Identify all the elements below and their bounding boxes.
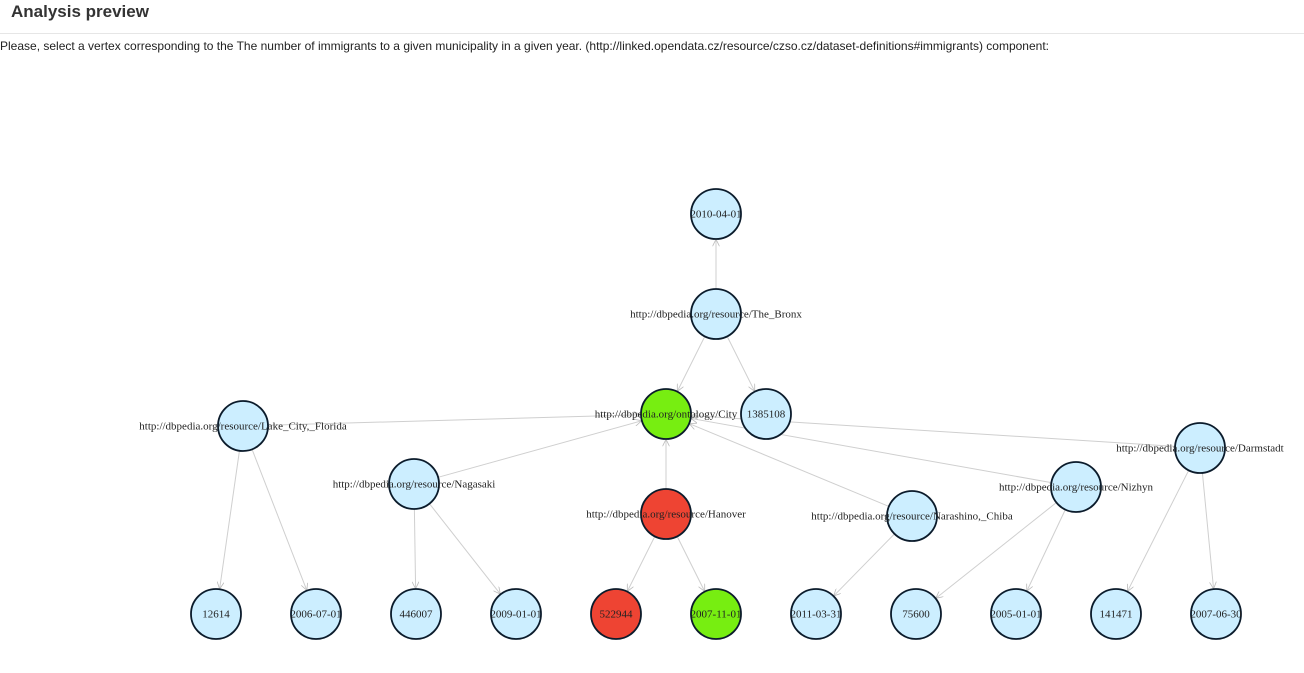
vertex-circle[interactable]	[640, 388, 692, 440]
vertex-circle[interactable]	[990, 588, 1042, 640]
vertex-nizhyn[interactable]: http://dbpedia.org/resource/Nizhyn	[999, 461, 1154, 513]
vertex-446007[interactable]: 446007	[390, 588, 442, 640]
vertex-1385108[interactable]: 1385108	[740, 388, 792, 440]
vertex-circle[interactable]	[690, 288, 742, 340]
vertex-20090101[interactable]: 2009-01-01	[490, 588, 542, 640]
vertex-20060701[interactable]: 2006-07-01	[290, 588, 342, 640]
vertex-circle[interactable]	[886, 490, 938, 542]
vertex-circle[interactable]	[890, 588, 942, 640]
vertex-circle[interactable]	[640, 488, 692, 540]
header-divider	[0, 33, 1304, 34]
vertex-darmstadt[interactable]: http://dbpedia.org/resource/Darmstadt	[1116, 422, 1284, 474]
vertex-label: 446007	[400, 609, 434, 621]
edge-narashino-to-city	[690, 424, 890, 507]
vertex-12614[interactable]: 12614	[190, 588, 242, 640]
vertex-label: 2005-01-01	[990, 609, 1041, 621]
vertex-label: 75600	[902, 609, 930, 621]
vertex-label: 1385108	[747, 409, 786, 421]
edge-hanover-to-522944	[628, 536, 656, 590]
vertex-label: http://dbpedia.org/resource/Narashino,_C…	[811, 511, 1013, 523]
edge-nagasaki-to-city	[437, 421, 641, 478]
vertex-label: http://dbpedia.org/resource/Nizhyn	[999, 482, 1154, 494]
vertex-label: http://dbpedia.org/resource/The_Bronx	[630, 309, 802, 321]
vertex-label: http://dbpedia.org/ontology/City	[595, 409, 738, 421]
vertex-circle[interactable]	[790, 588, 842, 640]
edge-lake-to-20060701	[251, 449, 307, 589]
edge-nagasaki-to-446007	[414, 508, 415, 588]
edge-nizhyn-to-75600	[936, 502, 1057, 598]
vertex-label: http://dbpedia.org/resource/Hanover	[586, 509, 746, 521]
vertices-layer: 2010-04-01 http://dbpedia.org/resource/Th…	[139, 188, 1284, 640]
vertex-label: 522944	[600, 609, 634, 621]
edge-darmstadt-to-141471	[1128, 470, 1190, 590]
vertex-circle[interactable]	[1090, 588, 1142, 640]
vertex-label: 12614	[202, 609, 230, 621]
vertex-city[interactable]: http://dbpedia.org/ontology/City	[595, 388, 738, 440]
vertex-circle[interactable]	[1174, 422, 1226, 474]
vertex-20070630[interactable]: 2007-06-30	[1190, 588, 1242, 640]
vertex-circle[interactable]	[690, 188, 742, 240]
vertex-bronx[interactable]: http://dbpedia.org/resource/The_Bronx	[630, 288, 802, 340]
vertex-circle[interactable]	[490, 588, 542, 640]
vertex-circle[interactable]	[190, 588, 242, 640]
edge-nagasaki-to-20090101	[429, 503, 500, 594]
edge-lake-to-city	[267, 415, 640, 426]
edge-bronx-to-city	[678, 336, 706, 390]
edge-nizhyn-to-20050101	[1027, 509, 1066, 591]
edges-layer	[220, 240, 1214, 598]
vertex-narashino[interactable]: http://dbpedia.org/resource/Narashino,_C…	[811, 490, 1013, 542]
vertex-hanover[interactable]: http://dbpedia.org/resource/Hanover	[586, 488, 746, 540]
vertex-label: http://dbpedia.org/resource/Darmstadt	[1116, 443, 1284, 455]
vertex-circle[interactable]	[217, 400, 269, 452]
vertex-circle[interactable]	[690, 588, 742, 640]
edge-darmstadt-to-20070630	[1201, 472, 1213, 588]
page-title: Analysis preview	[11, 2, 149, 21]
vertex-75600[interactable]: 75600	[890, 588, 942, 640]
vertex-circle[interactable]	[590, 588, 642, 640]
vertex-label: 2009-01-01	[490, 609, 541, 621]
vertex-circle[interactable]	[1190, 588, 1242, 640]
vertex-circle[interactable]	[388, 458, 440, 510]
vertex-20110331[interactable]: 2011-03-31	[790, 588, 842, 640]
vertex-label: http://dbpedia.org/resource/Lake_City,_F…	[139, 421, 347, 433]
vertex-nagasaki[interactable]: http://dbpedia.org/resource/Nagasaki	[333, 458, 496, 510]
vertex-label: 2006-07-01	[290, 609, 341, 621]
vertex-label: 2007-06-30	[1190, 609, 1242, 621]
vertex-20071101[interactable]: 2007-11-01	[690, 588, 742, 640]
vertex-circle[interactable]	[390, 588, 442, 640]
vertex-20050101[interactable]: 2005-01-01	[990, 588, 1042, 640]
vertex-label: http://dbpedia.org/resource/Nagasaki	[333, 479, 496, 491]
vertex-label: 2007-11-01	[691, 609, 742, 621]
vertex-141471[interactable]: 141471	[1090, 588, 1142, 640]
vertex-label: 2011-03-31	[791, 609, 842, 621]
vertex-2010[interactable]: 2010-04-01	[690, 188, 742, 240]
vertex-label: 2010-04-01	[690, 209, 741, 221]
edge-bronx-to-1385108	[726, 336, 754, 390]
edge-hanover-to-20071101	[676, 536, 704, 590]
instruction-text: Please, select a vertex corresponding to…	[0, 39, 1049, 53]
vertex-circle[interactable]	[290, 588, 342, 640]
vertex-lake[interactable]: http://dbpedia.org/resource/Lake_City,_F…	[139, 400, 347, 452]
edge-lake-to-12614	[220, 450, 240, 589]
vertex-circle[interactable]	[1050, 461, 1102, 513]
vertex-label: 141471	[1100, 609, 1133, 621]
vertex-circle[interactable]	[740, 388, 792, 440]
vertex-522944[interactable]: 522944	[590, 588, 642, 640]
edge-narashino-to-20110331	[834, 533, 895, 596]
